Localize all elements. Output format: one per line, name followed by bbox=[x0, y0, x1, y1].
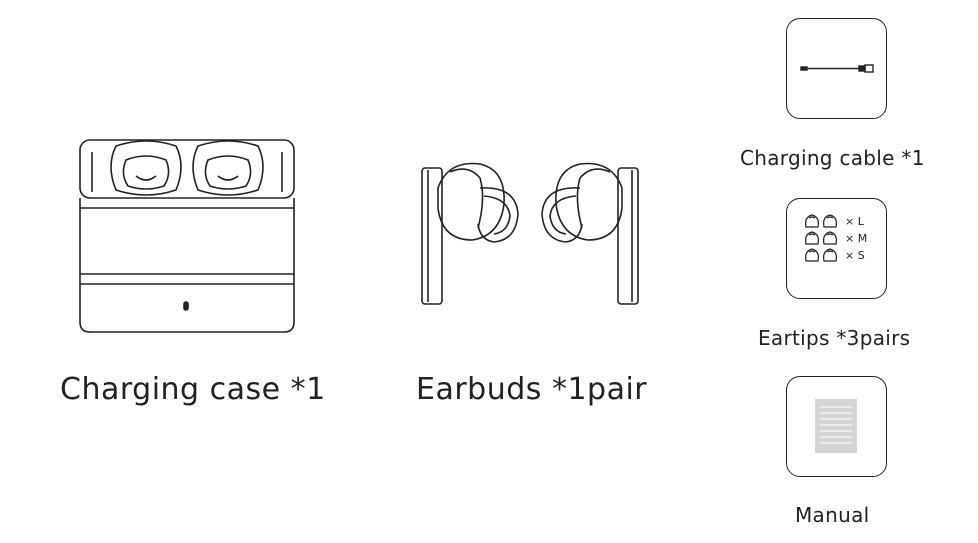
eartip-pair-icon bbox=[805, 231, 837, 245]
eartip-pair-icon bbox=[805, 214, 837, 228]
manual-label: Manual bbox=[795, 503, 870, 527]
eartips-icon: × L × M × S bbox=[803, 213, 886, 264]
eartip-size-m: × M bbox=[845, 232, 868, 245]
eartip-size-s: × S bbox=[845, 249, 865, 262]
charging-case-label: Charging case *1 bbox=[60, 372, 326, 407]
charging-cable-label: Charging cable *1 bbox=[740, 146, 925, 170]
eartips-label: Eartips *3pairs bbox=[758, 326, 911, 350]
charging-case-icon bbox=[79, 139, 295, 333]
earbuds-label: Earbuds *1pair bbox=[416, 372, 648, 407]
manual-document-icon bbox=[815, 399, 857, 453]
earbuds-icon bbox=[421, 162, 639, 305]
eartip-row-m: × M bbox=[803, 230, 886, 247]
eartips-box: × L × M × S bbox=[786, 198, 887, 299]
eartip-pair-icon bbox=[805, 248, 837, 262]
usb-cable-icon bbox=[800, 64, 874, 73]
charging-cable-box bbox=[786, 18, 887, 119]
eartip-row-s: × S bbox=[803, 247, 886, 264]
eartip-size-l: × L bbox=[845, 215, 864, 228]
eartip-row-l: × L bbox=[803, 213, 886, 230]
manual-box bbox=[786, 376, 887, 477]
